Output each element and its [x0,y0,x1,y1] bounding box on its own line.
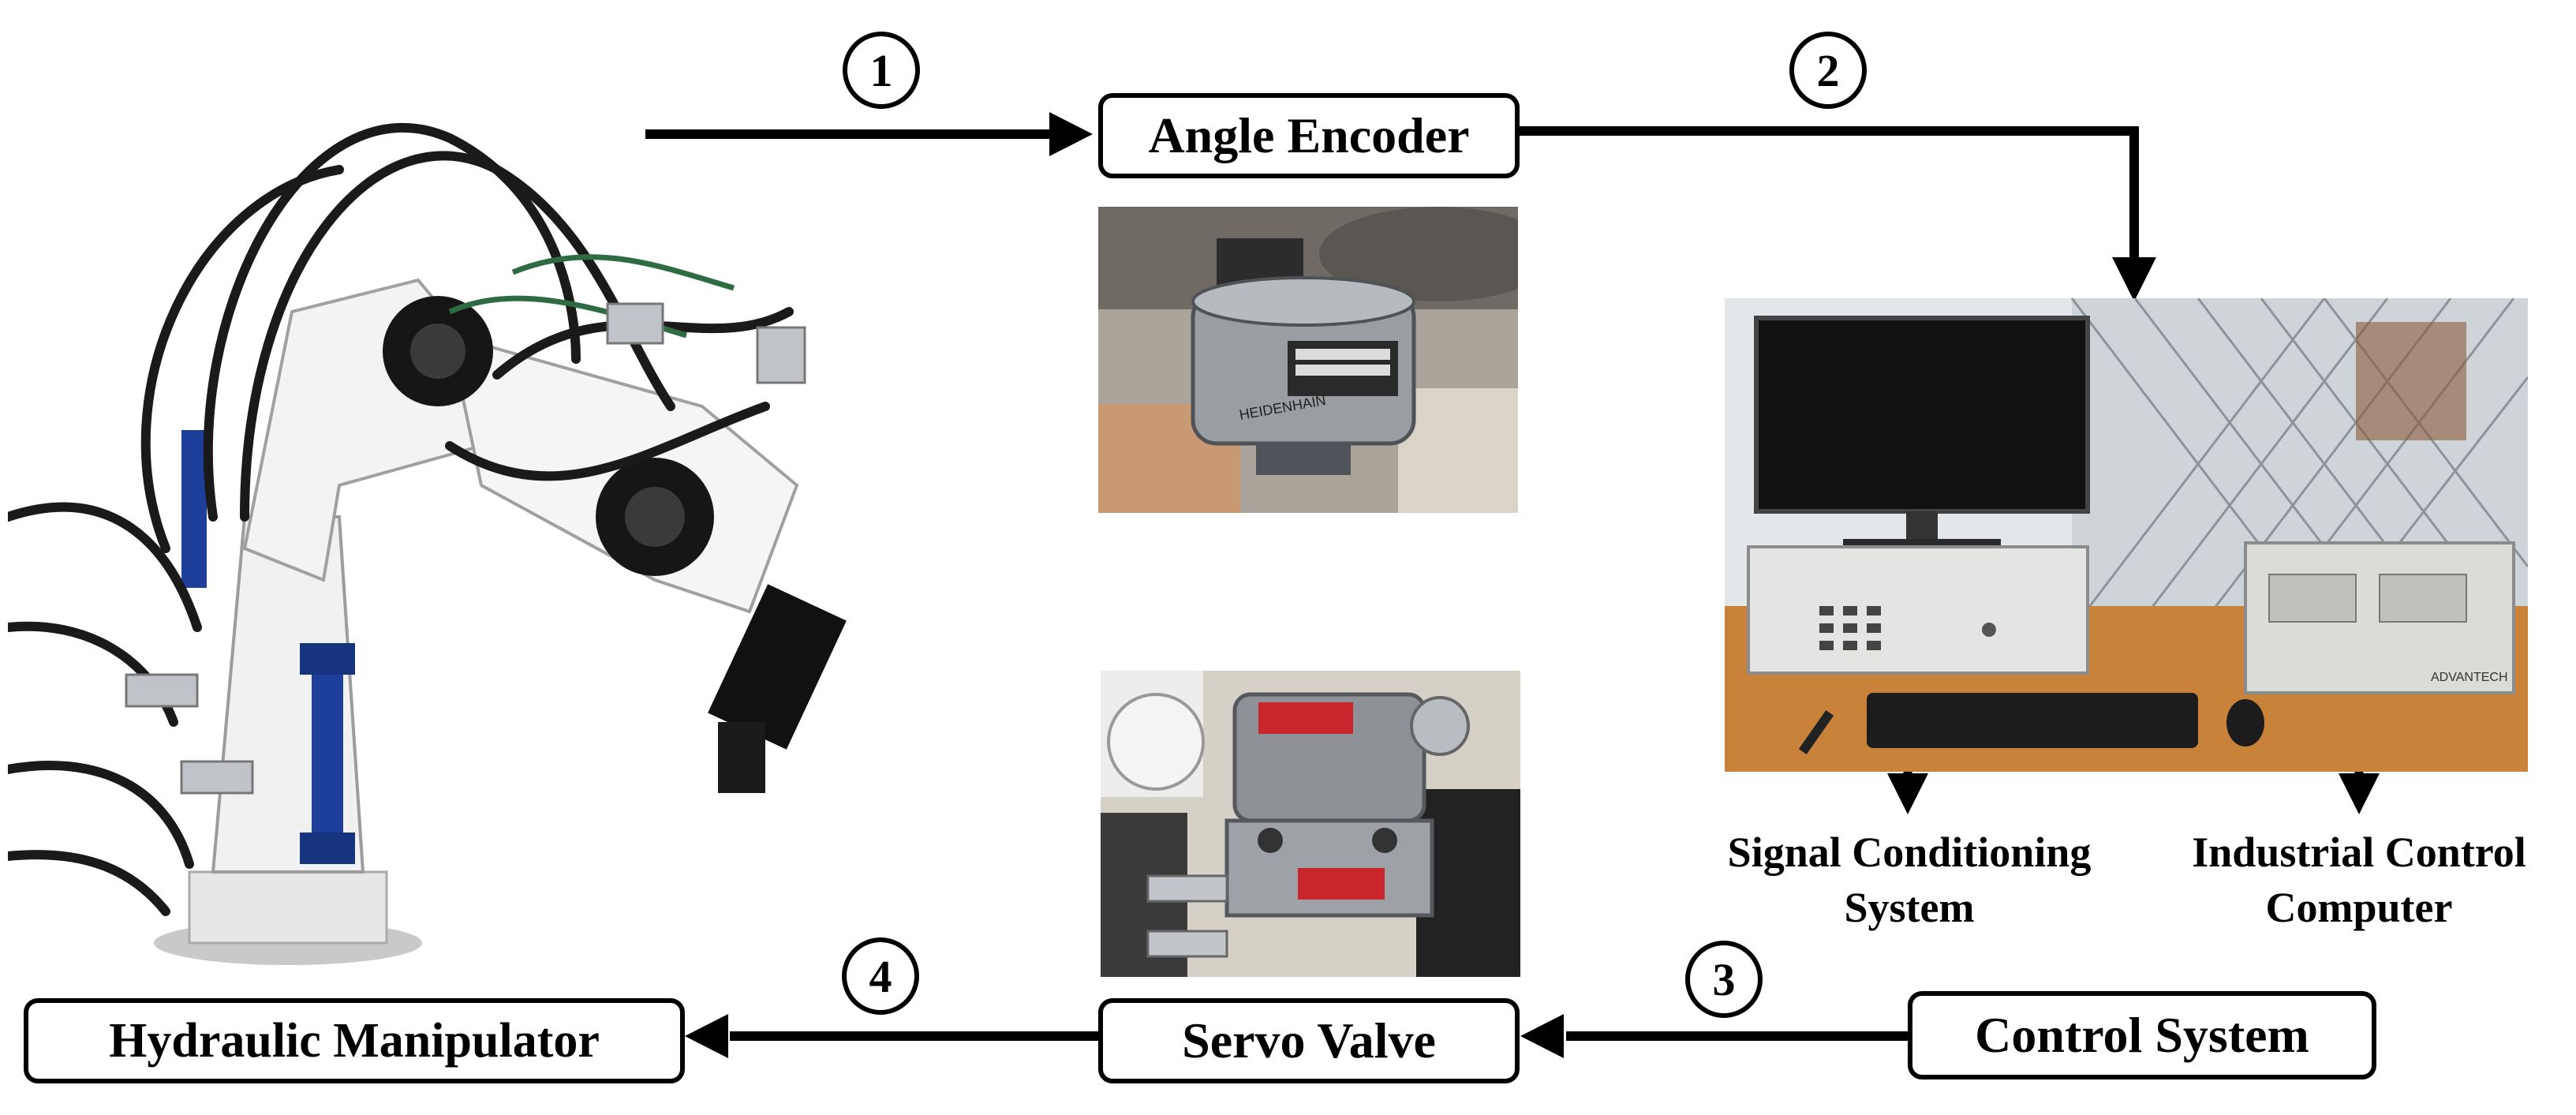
industrial-control-line1: Industrial Control [2192,829,2526,876]
step-number-4: 4 [842,937,919,1015]
step-number-3: 3 [1685,941,1763,1018]
servo-valve-label: Servo Valve [1182,1012,1436,1068]
servo-valve-photo [1101,671,1520,977]
control-setup-photo: ADVANTECH [1725,298,2528,772]
ipc-brand-label: ADVANTECH [2431,671,2508,684]
manipulator-photo [8,75,899,967]
arrow-encoder-to-setup [1519,126,2139,260]
hydraulic-manipulator-node: Hydraulic Manipulator [24,998,685,1083]
step-number-2: 2 [1789,32,1867,109]
angle-encoder-photo: HEIDENHAIN [1098,207,1518,513]
angle-encoder-label: Angle Encoder [1148,107,1470,163]
hydraulic-manipulator-label: Hydraulic Manipulator [109,1013,600,1068]
signal-conditioning-line1: Signal Conditioning [1727,829,2092,876]
control-system-label: Control System [1975,1007,2309,1063]
control-system-node: Control System [1908,991,2376,1079]
signal-conditioning-callout: Signal Conditioning System [1673,825,2146,935]
industrial-control-line2: Computer [2265,884,2453,931]
angle-encoder-node: Angle Encoder [1098,93,1520,178]
industrial-control-callout: Industrial Control Computer [2150,825,2568,935]
servo-valve-node: Servo Valve [1098,998,1520,1083]
signal-conditioning-line2: System [1844,884,1975,931]
step-number-1: 1 [843,32,920,109]
